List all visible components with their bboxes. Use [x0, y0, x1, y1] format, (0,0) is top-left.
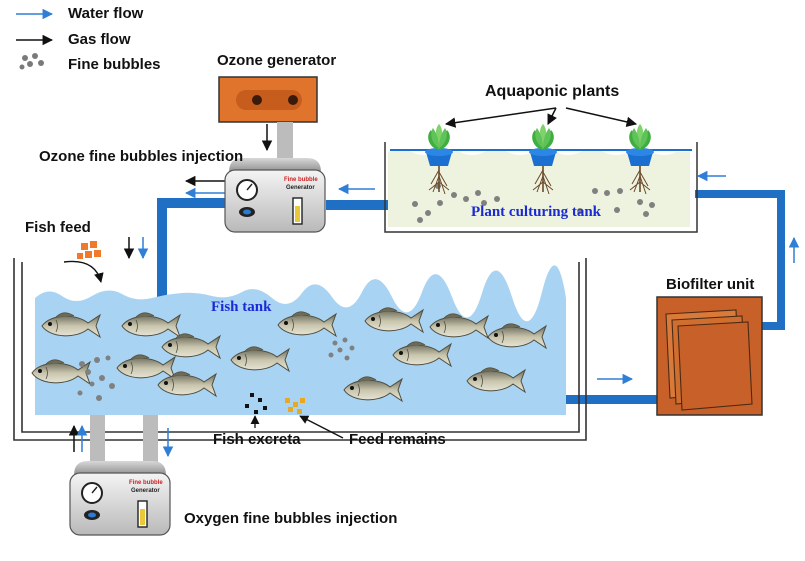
ozone-injection-label: Ozone fine bubbles injection [39, 148, 244, 165]
oxygen-generator-tag-line1: Fine bubble [129, 480, 163, 486]
ozone-generator-tag-line2: Generator [286, 185, 315, 191]
fish-excreta-label: Fish excreta [213, 431, 301, 448]
fish-tank-bubbles [77, 337, 355, 401]
fish-tank-label: Fish tank [211, 299, 272, 315]
oxygen-injection-label: Oxygen fine bubbles injection [184, 510, 398, 527]
fine-bubbles-legend-icon [19, 53, 44, 70]
ozone-generator-label: Ozone generator [217, 52, 337, 69]
water-pipes [157, 190, 785, 404]
oxygen-generator-tag-line2: Generator [131, 488, 160, 494]
gas-flow-legend-label: Gas flow [68, 31, 131, 48]
biofilter-unit-label: Biofilter unit [666, 276, 755, 293]
water-flow-legend-label: Water flow [68, 5, 144, 22]
feed-remains-particles [285, 398, 305, 414]
fish-feed-arrow-icon [63, 260, 104, 283]
plant-tank-bubbles [412, 183, 655, 223]
plant-tank-label: Plant culturing tank [471, 204, 602, 220]
ozone-generator-tag-line1: Fine bubble [284, 177, 318, 183]
ozone-fine-bubble-generator [224, 157, 326, 233]
fish-feed-pellets [77, 241, 101, 259]
aquaponic-plants-pointers [444, 107, 638, 128]
oxygen-fine-bubble-generator [69, 460, 171, 536]
aquaponic-plants-label: Aquaponic plants [485, 83, 620, 100]
feed-remains-label: Feed remains [349, 431, 446, 448]
ozone-generator [218, 76, 318, 123]
ozone-gas-line [277, 122, 293, 158]
oxygen-gas-line [90, 415, 105, 463]
fine-bubbles-legend-label: Fine bubbles [68, 56, 161, 73]
fish-excreta-particles [245, 393, 267, 414]
oxygen-water-line [143, 415, 158, 463]
biofilter-unit [656, 296, 763, 416]
feed-remains-pointer-icon [299, 415, 344, 439]
legend [16, 8, 54, 70]
fish-feed-label: Fish feed [25, 219, 91, 236]
